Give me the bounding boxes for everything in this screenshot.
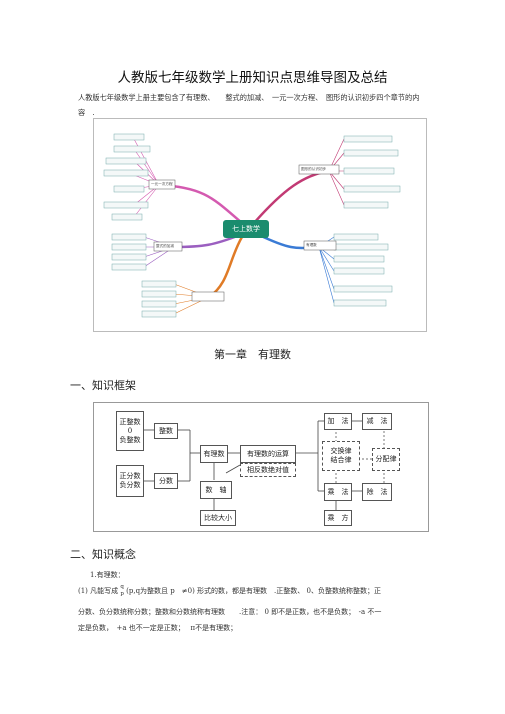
- number-line-box: 数 轴: [200, 481, 232, 499]
- section-heading-concepts: 二、知识概念: [70, 548, 136, 561]
- framework-connectors: [142, 420, 385, 510]
- document-title: 人教版七年级数学上册知识点思维导图及总结: [117, 70, 388, 86]
- compare-size-box: 比较大小: [200, 510, 236, 526]
- mind-map-image: 七上数学 一元一次方程 有理数 整式的加减 图形的认识初步: [93, 118, 427, 332]
- concept-heading: 1.有理数：: [90, 571, 125, 579]
- concept-line-1-start: (1) 凡能写成: [78, 587, 119, 595]
- commutative-associative-box: 交换律 结合律: [322, 441, 360, 471]
- intro-paragraph: 人教版七年级数学上册主要包含了有理数、 整式的加减、 一元一次方程、 图形的认识…: [78, 93, 420, 117]
- addition-box: 加 法: [324, 413, 352, 430]
- knowledge-framework-diagram: 正整数 0 负整数 整数 正分数 负分数 分数 有理数 有理数的运算 相反数绝对…: [93, 402, 429, 532]
- power-box: 乘 方: [324, 510, 352, 526]
- mind-map-center: 七上数学: [223, 220, 269, 238]
- concept-line-3: 定是负数， +a 也不一定是正数； π不是有理数；: [78, 624, 238, 632]
- multiplication-box: 乘 法: [324, 483, 352, 501]
- mind-map-branch-geometry: 图形的认识初步: [301, 167, 327, 171]
- chapter-title: 第一章 有理数: [214, 348, 291, 361]
- positive-negative-fractions-box: 正分数 负分数: [116, 465, 144, 497]
- mind-map-branch-polynomial: 整式的加减: [156, 244, 174, 248]
- fraction-box: 分数: [154, 473, 178, 489]
- section-heading-framework: 一、知识框架: [70, 379, 136, 392]
- rational-number-box: 有理数: [200, 445, 228, 463]
- integer-box: 整数: [154, 423, 178, 439]
- rational-operations-box: 有理数的运算: [240, 445, 296, 463]
- fraction-numerator: q: [120, 584, 124, 590]
- positive-negative-integers-box: 正整数 0 负整数: [116, 411, 144, 451]
- concept-line-2: 分数、负分数统称分数；整数和分数统称有理数 .注意： 0 即不是正数，也不是负数…: [78, 608, 382, 616]
- mind-map-branch-equation: 一元一次方程: [151, 182, 173, 186]
- fraction-denominator: p: [120, 591, 124, 597]
- mind-map-lines: [103, 133, 401, 318]
- distributive-law-box: 分配律: [372, 448, 400, 471]
- concept-line-1-end: (p,q为整数且 p ≠0) 形式的数，都是有理数 .正整数、 0、负整数统称整…: [126, 587, 381, 595]
- division-box: 除 法: [362, 483, 392, 501]
- mind-map-branch-rational: 有理数: [306, 243, 317, 247]
- subtraction-box: 减 法: [362, 413, 392, 430]
- opposite-absolute-box: 相反数绝对值: [240, 463, 296, 477]
